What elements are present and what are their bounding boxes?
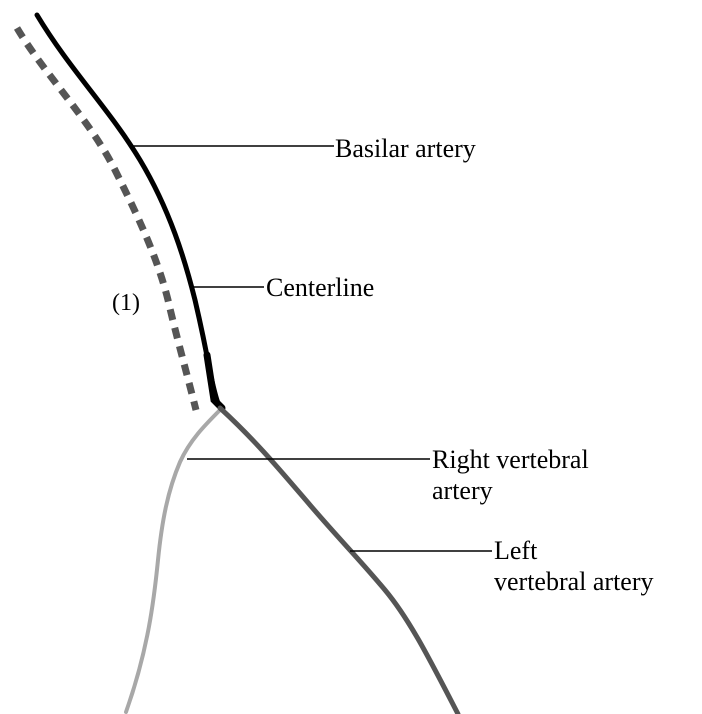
right-vertebral-artery-label: Right vertebral artery	[432, 444, 589, 506]
basilar-junction	[207, 355, 222, 408]
left-vertebral-label-line-2: vertebral artery	[494, 566, 654, 597]
right-vertebral-label-line-2: artery	[432, 475, 589, 506]
marker-1-label: (1)	[112, 288, 140, 319]
right-vertebral-label-line-1: Right vertebral	[432, 444, 589, 475]
left-vertebral-label-line-1: Left	[494, 535, 654, 566]
centerline-label: Centerline	[266, 272, 374, 303]
basilar-artery-label: Basilar artery	[335, 133, 476, 164]
left-vertebral-artery-label: Left vertebral artery	[494, 535, 654, 597]
right-vertebral-artery-line	[126, 410, 220, 712]
left-vertebral-artery-line	[220, 408, 458, 714]
basilar-artery-line	[37, 15, 219, 406]
